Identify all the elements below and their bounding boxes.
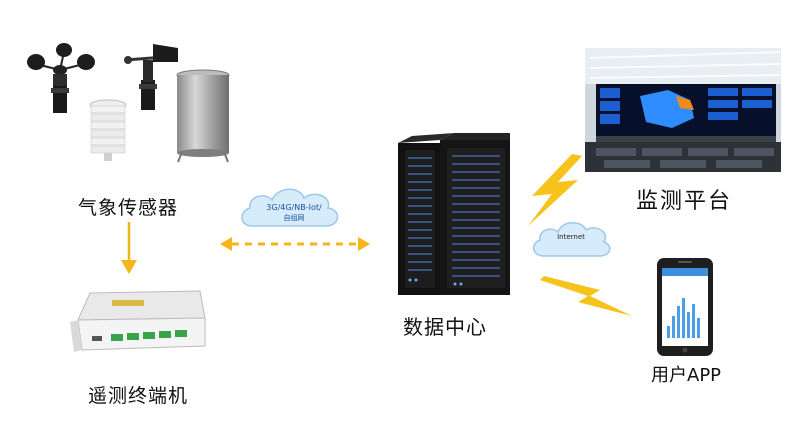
rtu-label: 遥测终端机 <box>88 385 189 407</box>
rtu-device-icon <box>70 290 206 352</box>
radiation-shield-icon <box>89 99 127 161</box>
rain-gauge-icon <box>176 69 230 163</box>
lightning-bolt-icon-upper <box>528 154 582 226</box>
data-center-label: 数据中心 <box>403 315 487 339</box>
anemometer-icon <box>27 43 95 113</box>
wireless-cloud-icon <box>241 188 339 227</box>
server-rack-icon <box>398 133 510 295</box>
arrow-rtu-datacenter <box>220 237 370 251</box>
internet-cloud-icon <box>532 222 611 257</box>
monitor-platform-label: 监测平台 <box>636 189 733 214</box>
wind-vane-icon <box>124 44 179 110</box>
wireless-label-line2: 自组网 <box>283 214 305 222</box>
lightning-bolt-icon-lower <box>540 276 632 316</box>
weather-sensors-label: 气象传感器 <box>78 197 179 219</box>
arrow-sensors-to-rtu <box>121 222 137 274</box>
user-app-label: 用户APP <box>651 365 722 386</box>
phone-icon <box>657 258 713 356</box>
internet-label: Internet <box>557 233 585 241</box>
wireless-label-line1: 3G/4G/NB-Iot/ <box>266 203 322 212</box>
control-room-image <box>585 48 781 172</box>
